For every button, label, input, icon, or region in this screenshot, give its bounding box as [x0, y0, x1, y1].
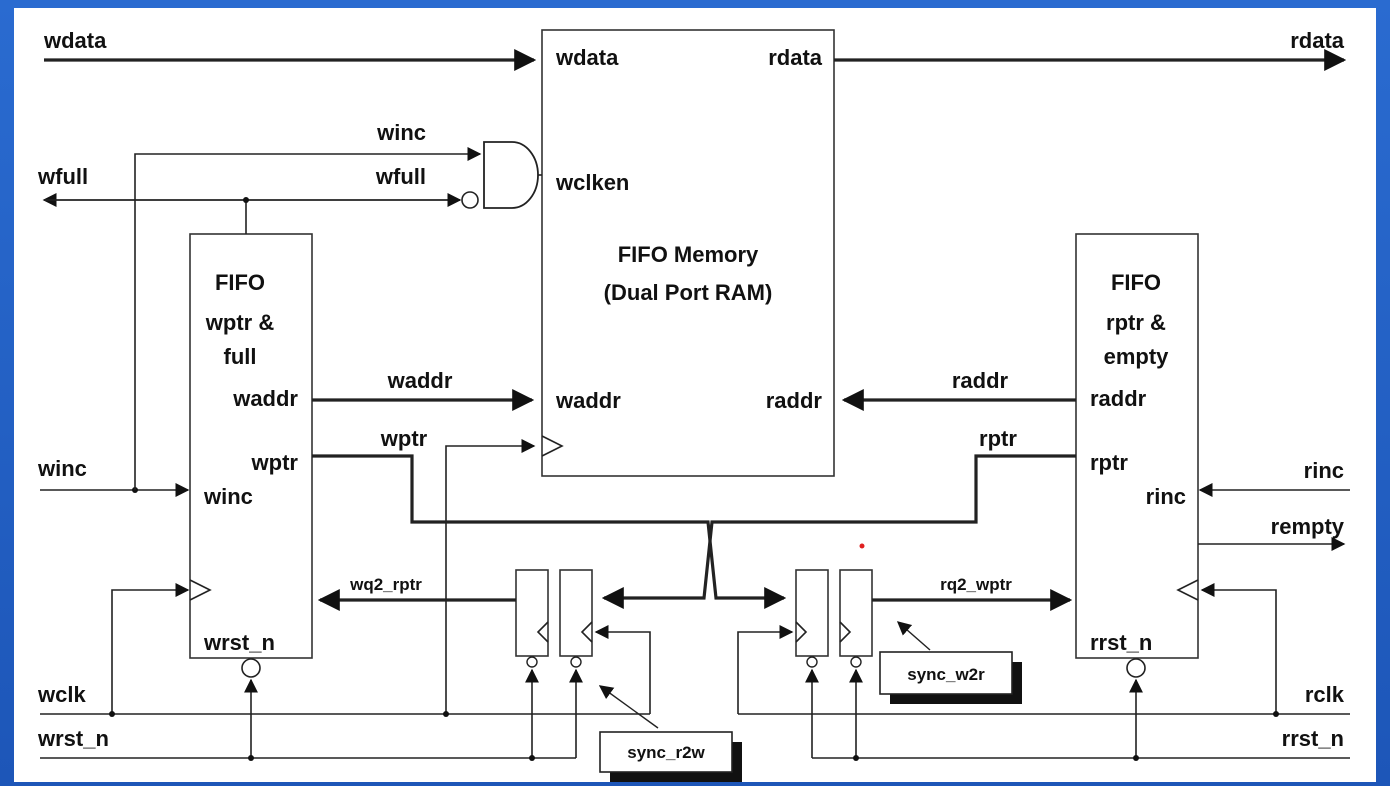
memory-title-line2: (Dual Port RAM): [604, 280, 773, 305]
rptr-empty-block: [1075, 233, 1199, 659]
rptr-block-port-rinc: rinc: [1146, 484, 1186, 509]
fifo-memory-block: [541, 29, 835, 477]
signal-wclk: wclk: [37, 682, 86, 707]
signal-waddr-bus: waddr: [387, 368, 453, 393]
rptr-block-port-rptr: rptr: [1090, 450, 1128, 475]
wptr-block-port-winc: winc: [203, 484, 253, 509]
memory-port-wdata: wdata: [555, 45, 619, 70]
wptr-block-port-wrst-n: wrst_n: [203, 630, 275, 655]
memory-title-line1: FIFO Memory: [618, 242, 759, 267]
diagram-canvas: FIFO Memory (Dual Port RAM) wdata rdata …: [14, 8, 1376, 782]
and-gate-inverter-bubble: [461, 191, 479, 209]
callout-sync-w2r: sync_w2r: [879, 621, 1022, 704]
wires: [40, 49, 1350, 761]
signal-wdata-in: wdata: [43, 28, 107, 53]
signal-rinc-in: rinc: [1304, 458, 1344, 483]
signal-rrst-n: rrst_n: [1282, 726, 1344, 751]
rptr-block-reset-bubble: [1126, 658, 1146, 678]
rptr-block-port-rrst-n: rrst_n: [1090, 630, 1152, 655]
rptr-block-title-3: empty: [1104, 344, 1170, 369]
signal-rclk: rclk: [1305, 682, 1345, 707]
memory-port-waddr: waddr: [555, 388, 621, 413]
red-dot-marker: [859, 543, 865, 549]
signal-wfull-out: wfull: [37, 164, 88, 189]
and-gate: [483, 141, 539, 209]
rptr-block-title-2: rptr &: [1106, 310, 1166, 335]
wptr-block-reset-bubble: [241, 658, 261, 678]
callout-sync-w2r-label: sync_w2r: [907, 665, 985, 684]
callout-sync-r2w-label: sync_r2w: [627, 743, 705, 762]
signal-rdata-out: rdata: [1290, 28, 1345, 53]
signal-wrst-n: wrst_n: [37, 726, 109, 751]
signal-raddr-bus: raddr: [952, 368, 1009, 393]
memory-port-rdata: rdata: [768, 45, 823, 70]
wptr-block-title-3: full: [224, 344, 257, 369]
memory-port-raddr: raddr: [766, 388, 823, 413]
callout-sync-r2w: sync_r2w: [598, 685, 742, 782]
signal-rempty-out: rempty: [1271, 514, 1345, 539]
sync-w2r-flops: [795, 569, 873, 668]
wptr-block-title-1: FIFO: [215, 270, 265, 295]
rptr-block-port-raddr: raddr: [1090, 386, 1147, 411]
signal-wfull-gate: wfull: [375, 164, 426, 189]
wptr-block-clock-triangle: [189, 579, 212, 601]
signal-wptr-bus: wptr: [380, 426, 428, 451]
wptr-block-title-2: wptr &: [205, 310, 275, 335]
fifo-block-diagram: FIFO Memory (Dual Port RAM) wdata rdata …: [37, 28, 1350, 782]
wptr-block-port-wptr: wptr: [251, 450, 299, 475]
memory-clock-triangle: [541, 435, 564, 457]
signal-rptr-bus: rptr: [979, 426, 1017, 451]
wptr-block-port-waddr: waddr: [232, 386, 298, 411]
signal-winc-gate: winc: [376, 120, 426, 145]
signal-wq2-rptr: wq2_rptr: [349, 575, 422, 594]
sync-r2w-flops: [515, 569, 593, 668]
signal-rq2-wptr: rq2_wptr: [940, 575, 1012, 594]
rptr-block-title-1: FIFO: [1111, 270, 1161, 295]
memory-port-wclken: wclken: [555, 170, 629, 195]
signal-winc-in: winc: [37, 456, 87, 481]
wptr-full-block: [189, 233, 313, 659]
rptr-block-clock-triangle: [1176, 579, 1199, 601]
